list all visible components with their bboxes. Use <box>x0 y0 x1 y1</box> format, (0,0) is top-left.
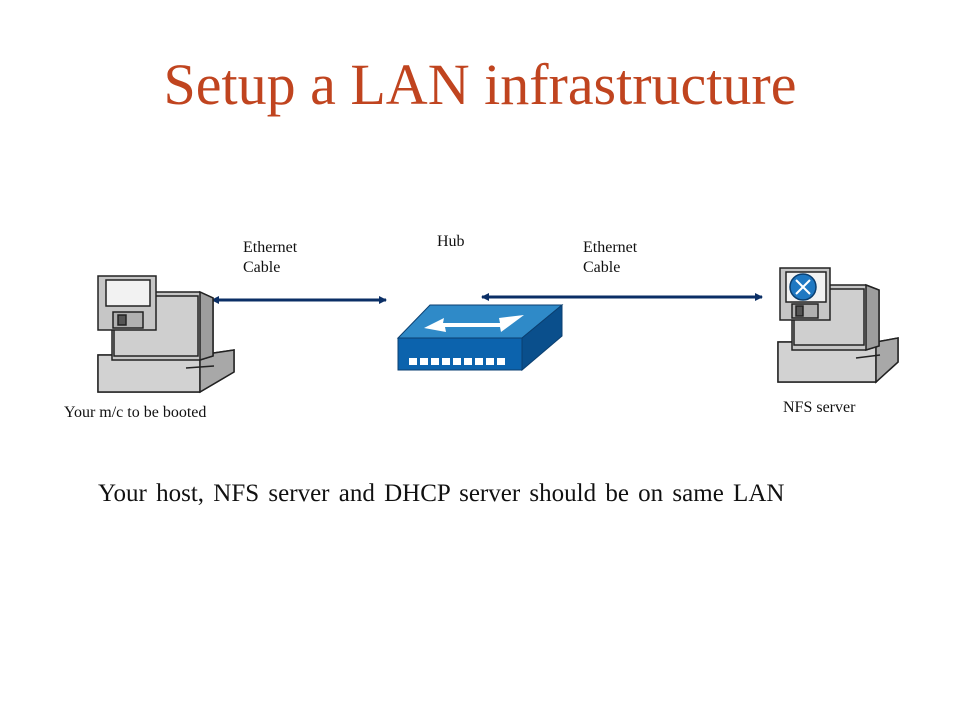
label-line: Ethernet <box>243 239 298 256</box>
nfs-server-caption: NFS server <box>783 399 856 416</box>
label-line: Cable <box>243 259 281 276</box>
label-line: Cable <box>583 259 621 276</box>
host-caption: Your m/c to be booted <box>64 404 207 421</box>
ethernet-cable-left-label: Ethernet Cable <box>243 238 323 278</box>
hub-icon <box>396 303 564 372</box>
slide-title: Setup a LAN infrastructure <box>163 52 797 117</box>
router-badge-icon <box>789 273 817 301</box>
host-computer-icon <box>97 275 235 394</box>
body-text: Your host, NFS server and DHCP server sh… <box>98 480 785 507</box>
label-line: Ethernet <box>583 239 638 256</box>
floppy-disk-icon <box>97 275 157 331</box>
hub-label: Hub <box>437 233 465 250</box>
ethernet-cable-right-label: Ethernet Cable <box>583 238 663 278</box>
nfs-server-icon <box>777 267 899 384</box>
